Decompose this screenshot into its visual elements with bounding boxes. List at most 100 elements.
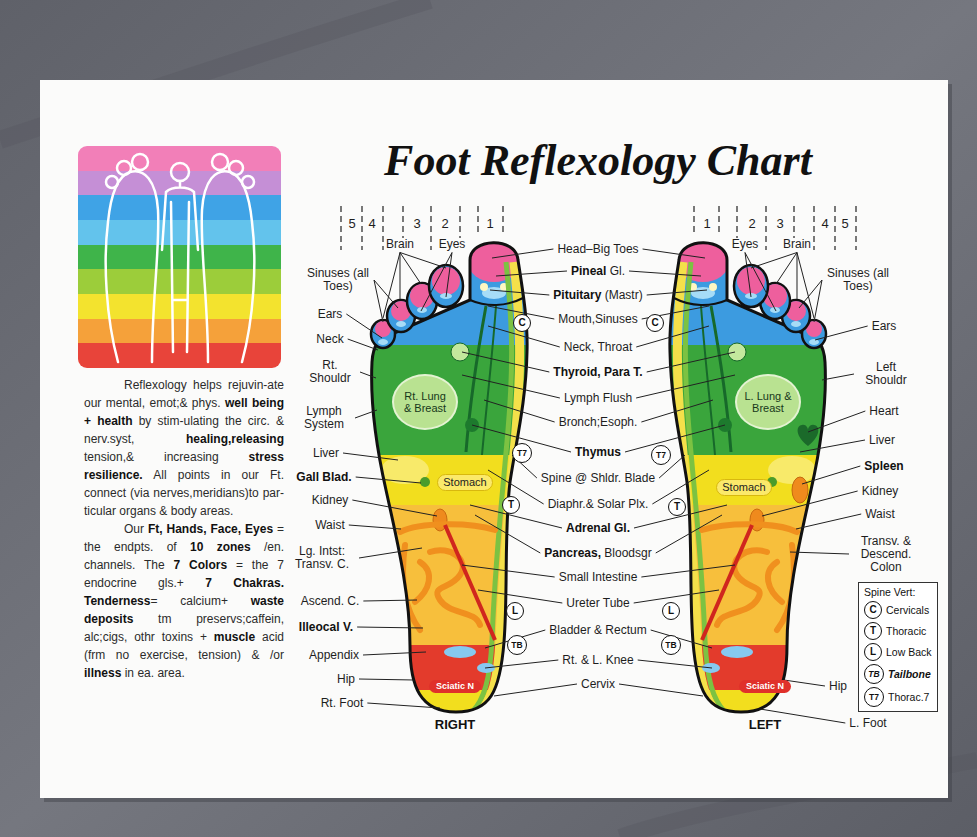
leader-line	[647, 290, 707, 295]
label-text: Kidney	[312, 493, 349, 507]
zone-number: 1	[702, 217, 711, 231]
zone-number: 4	[820, 217, 829, 231]
chakra-icon	[78, 245, 281, 270]
label-text: Ascend. C.	[301, 594, 360, 608]
chakra-icon	[132, 154, 148, 170]
label-text: Cervix	[581, 677, 615, 691]
reflex-label: Neck, Throat	[563, 341, 633, 354]
node-text: Spine Vert:	[864, 586, 932, 598]
label-text: Rt. & L. Knee	[562, 653, 633, 667]
chakra-icon	[171, 163, 189, 181]
node-text: L	[668, 606, 674, 616]
reflex-label: Mouth,Sinuses	[557, 313, 638, 326]
label-text: Small Intestine	[559, 570, 638, 584]
label-text: Spine @ Shldr. Blade	[541, 471, 655, 485]
label-text: Liver	[869, 433, 895, 447]
leader-line	[619, 684, 703, 696]
reflex-label: Ears	[317, 308, 344, 321]
zone-line	[855, 206, 856, 250]
label-text: Bronch;Esoph.	[559, 415, 638, 429]
card	[40, 80, 948, 798]
node-text: TB	[511, 641, 522, 650]
label-text: Thyroid, Para T.	[553, 365, 642, 379]
label-text: Gl.	[610, 264, 625, 278]
leader-line	[374, 280, 383, 322]
zone-line	[361, 206, 362, 250]
label-text: Sinuses (all Toes)	[307, 266, 369, 293]
vertebra-circle: T7	[512, 443, 532, 463]
leader-line	[462, 352, 549, 372]
reflex-label: Spleen	[863, 460, 904, 473]
leader-line	[641, 400, 713, 422]
reflex-label: Sinuses (all Toes)	[305, 267, 371, 293]
reflex-label: Gall Blad.	[295, 471, 352, 484]
label-text: Lg. Intst: Transv. C.	[295, 544, 349, 571]
zone-line	[430, 206, 431, 250]
node-text: Stomach	[722, 481, 765, 493]
leader-line	[484, 400, 555, 422]
label-text: 2	[748, 216, 755, 231]
label-text: RIGHT	[435, 717, 475, 732]
leader-line	[490, 290, 549, 295]
legend-row: TThoracic	[864, 622, 932, 640]
zone-line	[340, 206, 341, 250]
left-foot-organs	[798, 425, 819, 446]
leader-line	[799, 280, 822, 308]
vertebra-circle: C	[513, 314, 531, 332]
label-text: Bloodsgr	[604, 546, 651, 560]
zone-number: 3	[412, 217, 421, 231]
reflex-label: Rt. & L. Knee	[561, 654, 634, 667]
reflex-label: Rt. Shouldr	[303, 359, 357, 385]
zone-line	[382, 206, 383, 250]
leader-line	[822, 374, 854, 380]
label-text: Waist	[315, 518, 345, 532]
reflex-label: Left Shouldr	[857, 361, 915, 387]
vertebra-circle: TB	[507, 635, 527, 655]
leader-line	[638, 660, 712, 668]
vertebra-circle: TB	[661, 635, 681, 655]
body-text: Reflexology helps rejuvin-ate our mental…	[84, 376, 284, 682]
leader-line	[346, 314, 382, 338]
node-text: C	[518, 318, 525, 328]
leader-line	[751, 253, 797, 269]
leader-line	[421, 253, 452, 312]
leader-line	[496, 271, 567, 276]
label-text: Pineal	[571, 264, 606, 278]
reflex-label: Lymph Flush	[563, 392, 633, 405]
leader-line	[478, 590, 562, 603]
chakra-icon	[106, 154, 255, 362]
label-text: LEFT	[749, 717, 782, 732]
reflex-label: Eyes	[731, 238, 760, 251]
right-foot	[420, 477, 430, 487]
label-text: 3	[413, 216, 420, 231]
reflex-label: Pineal Gl.	[570, 265, 626, 278]
left-foot-organs	[792, 425, 818, 503]
zone-number: 1	[485, 217, 494, 231]
chakra-icon	[106, 171, 159, 362]
label-text: Liver	[313, 446, 339, 460]
chakra-icon	[78, 146, 281, 171]
vertebra-circle: C	[646, 314, 664, 332]
label-text: 4	[368, 216, 375, 231]
leader-line	[800, 440, 865, 452]
note-text: 7 Colors	[174, 558, 228, 572]
reflex-label: Kidney	[861, 485, 900, 498]
label-text: 5	[841, 216, 848, 231]
note-text: 10 zones	[190, 540, 251, 554]
reflex-label: Kidney	[311, 494, 350, 507]
note-text: tension,& increasing	[84, 450, 219, 464]
note-text: Ft, Hands, Face, Eyes	[148, 522, 273, 536]
nerve-band: Sciatic N	[429, 680, 481, 693]
legend-text: Cervicals	[886, 604, 929, 616]
leader-line	[802, 466, 860, 484]
reflex-label: Transv. & Descend. Colon	[852, 535, 920, 574]
reflex-label: Ureter Tube	[565, 597, 630, 610]
reflex-label: Ascend. C.	[300, 595, 361, 608]
reflex-label: Ears	[871, 320, 898, 333]
leader-line	[790, 552, 849, 554]
legend-row: CCervicals	[864, 601, 932, 619]
zone-number: 5	[347, 217, 356, 231]
leader-line	[348, 339, 378, 350]
node-text: Rt. Lung & Breast	[404, 390, 446, 414]
leader-line	[643, 249, 705, 258]
